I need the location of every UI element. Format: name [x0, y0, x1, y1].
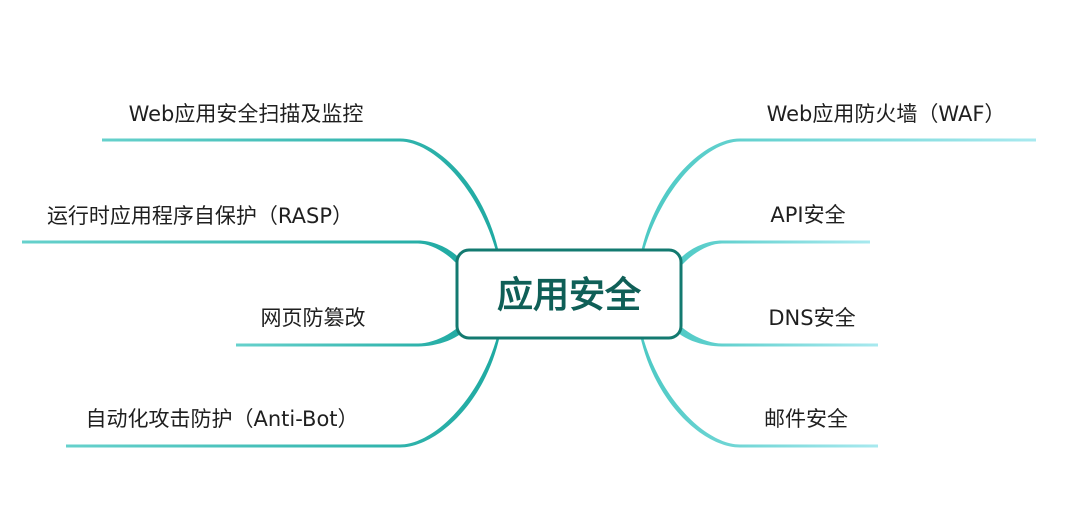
connector-right-2: [670, 240, 870, 285]
root-node: 应用安全: [455, 248, 683, 340]
branch-label-left-1: Web应用安全扫描及监控: [129, 102, 364, 126]
branch-label-left-3: 网页防篡改: [261, 306, 366, 330]
branch-label-right-3: DNS安全: [768, 306, 855, 330]
branch-label-right-2: API安全: [770, 203, 845, 227]
branch-label-left-4: 自动化攻击防护（Anti-Bot）: [85, 407, 358, 431]
branch-label-right-1: Web应用防火墙（WAF）: [767, 102, 1006, 126]
connector-left-2: [22, 240, 470, 285]
branch-label-right-4: 邮件安全: [764, 407, 848, 431]
root-node-label: 应用安全: [497, 274, 642, 316]
root-node-box: [455, 248, 683, 340]
branch-label-left-2: 运行时应用程序自保护（RASP）: [47, 204, 353, 228]
